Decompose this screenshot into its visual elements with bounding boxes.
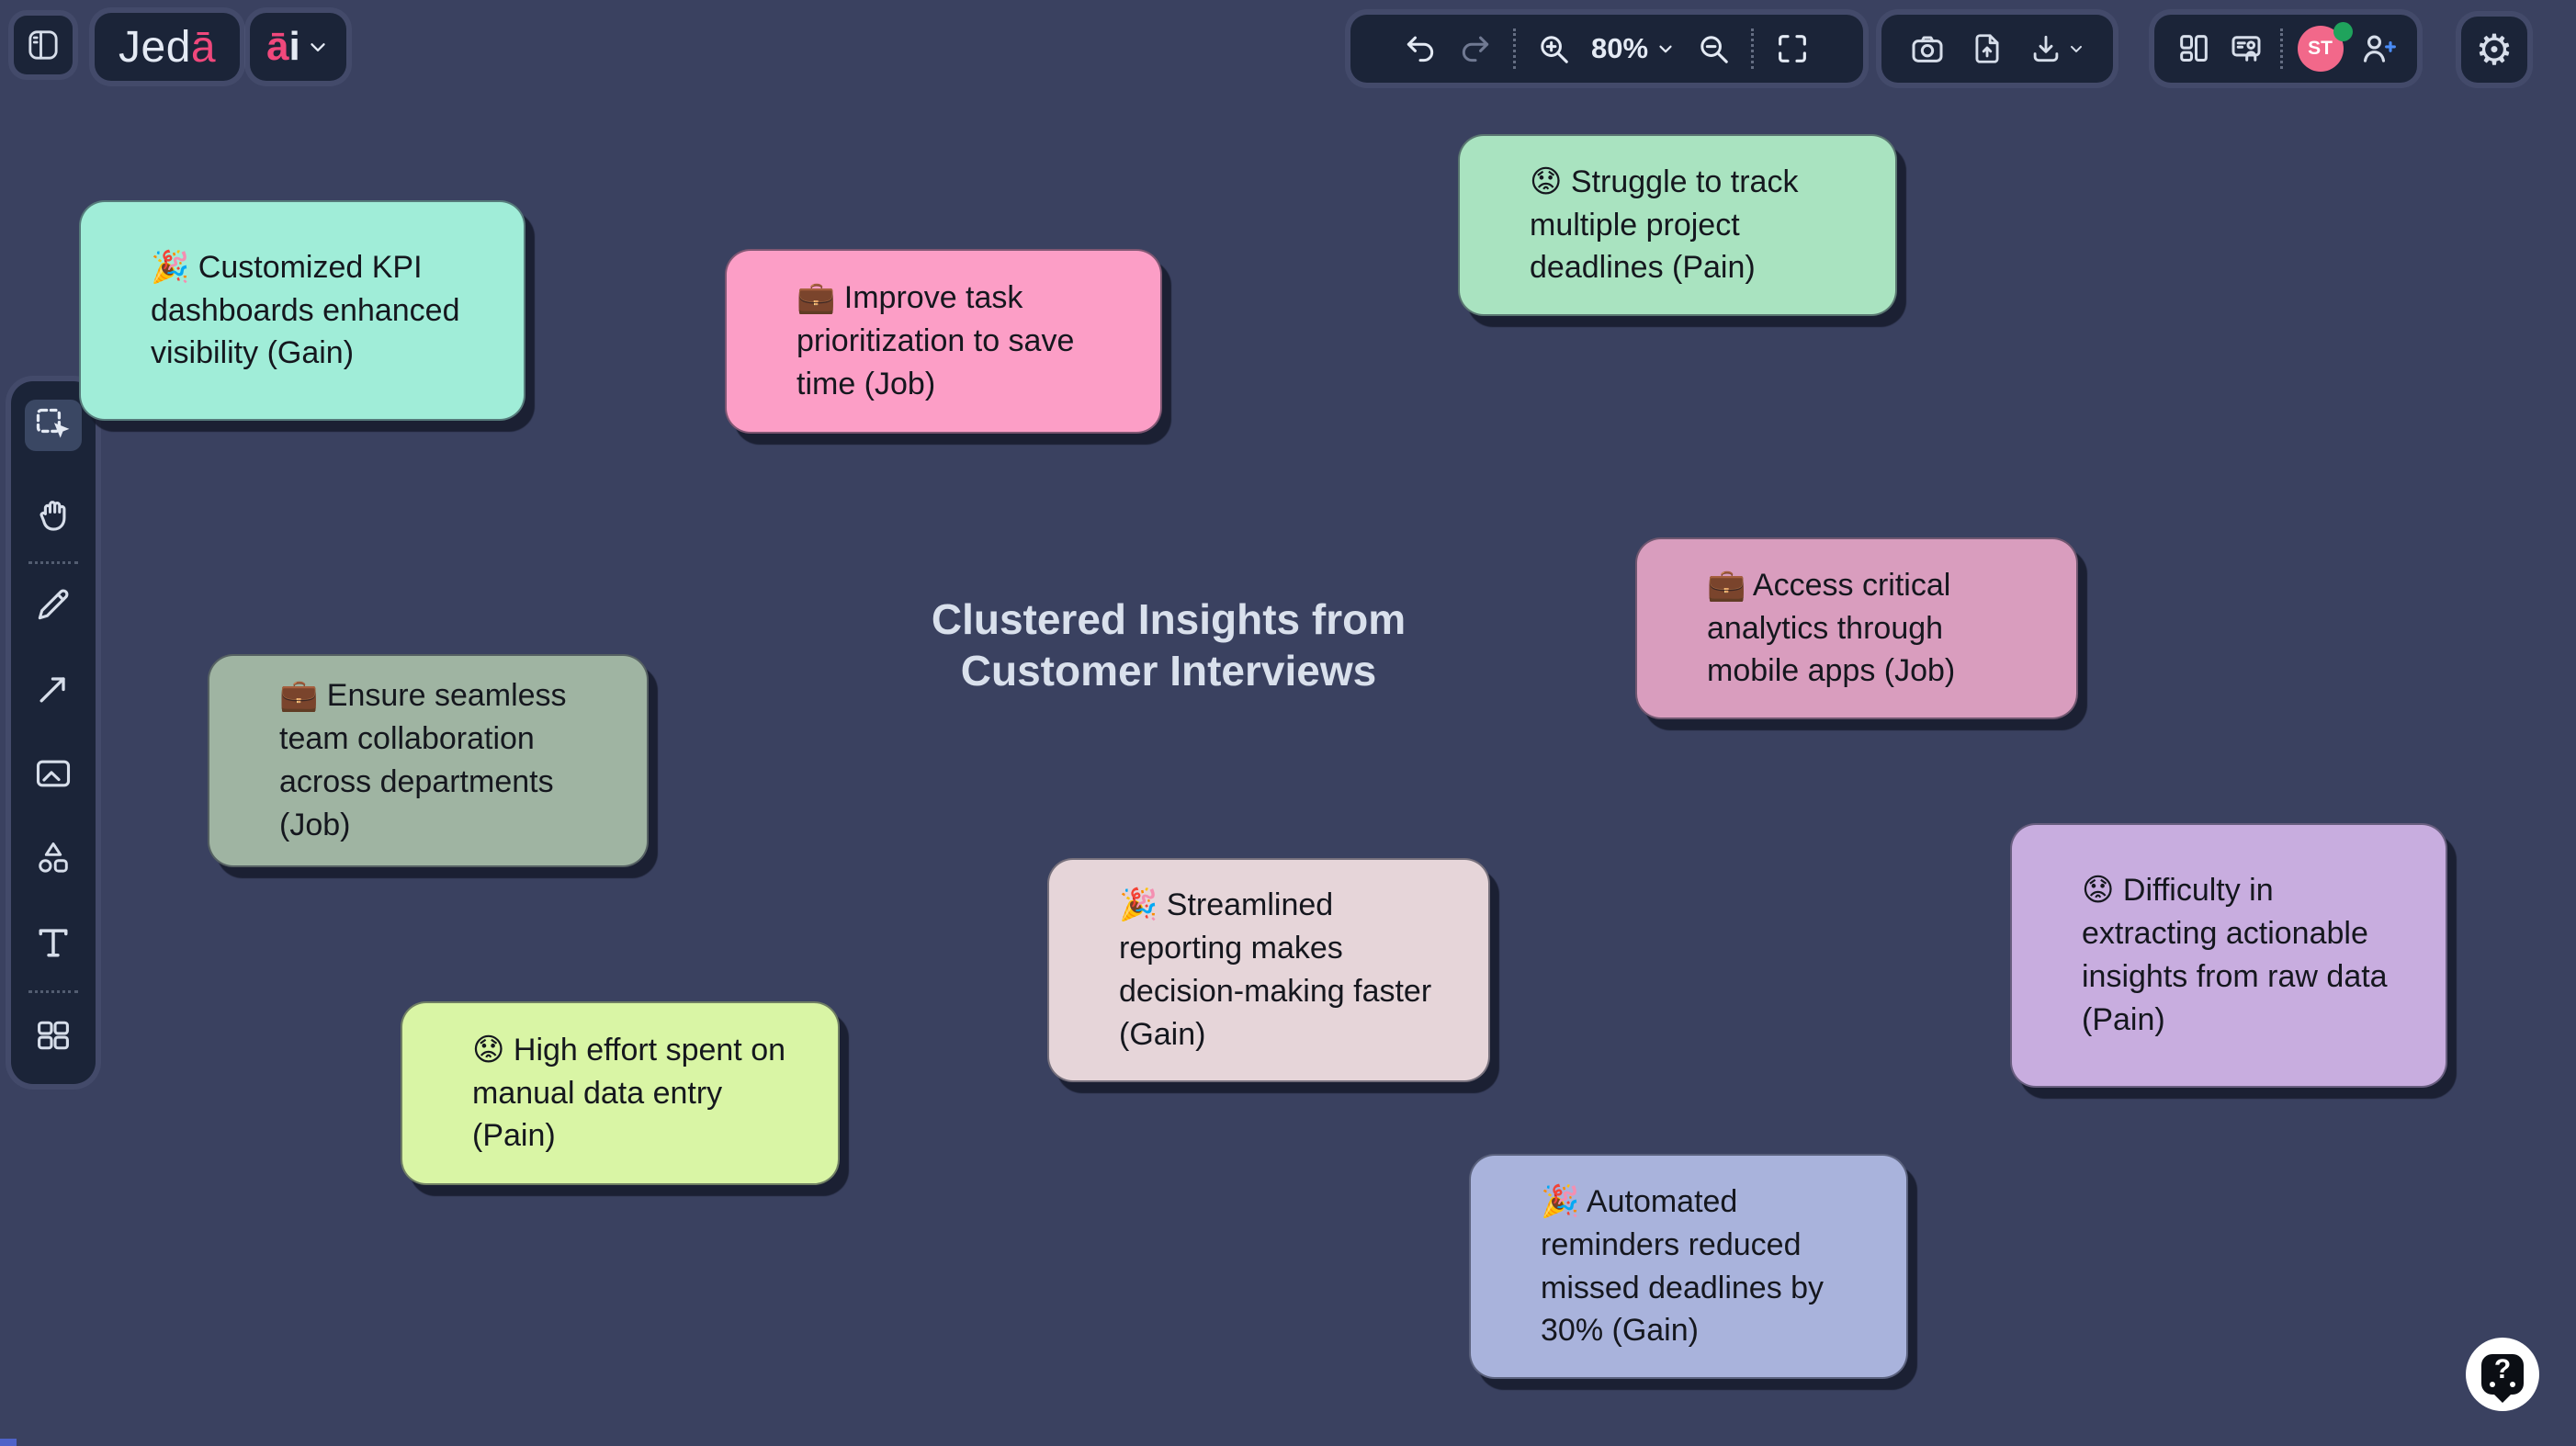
user-avatar[interactable]: ST	[2297, 22, 2353, 72]
presentation-button[interactable]	[2227, 29, 2265, 68]
arrow-connector-tool-button[interactable]	[25, 669, 82, 709]
zoom-in-button[interactable]	[1536, 31, 1571, 66]
sticky-note-gain-automated-reminders[interactable]: 🎉 Automated reminders reduced missed dea…	[1469, 1154, 1908, 1379]
download-export-button[interactable]	[2028, 31, 2085, 66]
palette-divider	[28, 990, 78, 993]
ai-menu-rest: i	[288, 24, 300, 69]
arrow-up-right-icon	[40, 677, 65, 703]
pan-hand-tool-button[interactable]	[25, 495, 82, 536]
chevron-down-icon	[1659, 45, 1672, 53]
sticky-note-pain-track-deadlines[interactable]: 😟 Struggle to track multiple project dea…	[1458, 134, 1897, 316]
capture-export-toolbar	[1881, 15, 2113, 83]
sticky-note-job-team-collaboration[interactable]: 💼 Ensure seamless team collaboration acr…	[208, 654, 649, 867]
help-dots	[2490, 1382, 2495, 1387]
redo-button[interactable]	[1458, 31, 1493, 66]
sticky-note-text: 😟 High effort spent on manual data entry…	[472, 1032, 786, 1154]
pen-tool-button[interactable]	[25, 584, 82, 625]
app-logo-text: Jed	[119, 22, 191, 72]
shapes-icon	[39, 842, 68, 873]
import-file-button[interactable]	[1970, 31, 2005, 66]
palette-divider	[28, 561, 78, 564]
sticky-note-text: 💼 Improve task prioritization to save ti…	[797, 280, 1075, 401]
select-cursor-icon	[36, 408, 70, 438]
history-zoom-toolbar: 80%	[1350, 15, 1863, 83]
hand-icon	[40, 501, 66, 531]
sticky-note-job-task-prioritization[interactable]: 💼 Improve task prioritization to save ti…	[725, 249, 1162, 434]
fullscreen-button[interactable]	[1774, 30, 1811, 67]
sticky-note-gain-kpi-dashboards[interactable]: 🎉 Customized KPI dashboards enhanced vis…	[79, 200, 525, 421]
sidebar-toggle-button[interactable]	[14, 16, 73, 74]
toolbar-divider	[2279, 28, 2283, 69]
ai-menu-button[interactable]: āi	[250, 13, 346, 81]
text-icon	[39, 929, 68, 957]
screenshot-camera-button[interactable]	[1909, 30, 1946, 67]
help-button[interactable]: ?	[2466, 1338, 2539, 1411]
zoom-out-button[interactable]	[1696, 31, 1731, 66]
apps-grid-tool-button[interactable]	[25, 1015, 82, 1056]
sticky-note-text: 🎉 Automated reminders reduced missed dea…	[1541, 1183, 1825, 1349]
sticky-note-pain-manual-data-entry[interactable]: 😟 High effort spent on manual data entry…	[401, 1001, 840, 1185]
sticky-note-text: 😟 Difficulty in extracting actionable in…	[2082, 873, 2388, 1037]
sticky-note-job-mobile-analytics[interactable]: 💼 Access critical analytics through mobi…	[1635, 537, 2078, 719]
sticky-note-text: 🎉 Customized KPI dashboards enhanced vis…	[151, 249, 460, 371]
canvas-title[interactable]: Clustered Insights from Customer Intervi…	[930, 593, 1407, 696]
collaboration-toolbar: ST	[2154, 15, 2417, 83]
toolbar-divider	[1512, 28, 1516, 69]
zoom-level-dropdown[interactable]: 80%	[1591, 32, 1676, 65]
help-bubble-icon: ?	[2481, 1354, 2524, 1395]
canvas-title-line1: Clustered Insights from	[931, 595, 1407, 643]
corner-accent	[0, 1439, 17, 1446]
tool-palette	[11, 381, 96, 1084]
toolbar-divider	[1751, 28, 1755, 69]
gear-icon: ⚙	[2475, 25, 2514, 74]
zoom-level-value: 80%	[1590, 32, 1649, 64]
sticky-note-text: 💼 Ensure seamless team collaboration acr…	[279, 678, 567, 842]
pen-icon	[38, 589, 69, 620]
sticky-note-gain-streamlined-reporting[interactable]: 🎉 Streamlined reporting makes decision-m…	[1047, 858, 1490, 1082]
sidebar-panel-icon	[25, 27, 62, 63]
settings-button[interactable]: ⚙	[2461, 17, 2527, 83]
app-logo-accent: ā	[190, 22, 217, 72]
invite-user-button[interactable]	[2358, 29, 2397, 68]
image-tool-button[interactable]	[25, 753, 82, 794]
online-status-dot	[2333, 22, 2353, 41]
text-tool-button[interactable]	[25, 922, 82, 963]
sticky-note-pain-actionable-insights[interactable]: 😟 Difficulty in extracting actionable in…	[2010, 823, 2447, 1088]
chevron-down-icon	[306, 35, 330, 59]
question-mark-icon: ?	[2493, 1354, 2512, 1384]
grid-icon	[38, 1021, 69, 1050]
sticky-note-text: 💼 Access critical analytics through mobi…	[1707, 567, 1956, 689]
sticky-note-text: 🎉 Streamlined reporting makes decision-m…	[1119, 887, 1432, 1052]
shapes-tool-button[interactable]	[25, 838, 82, 878]
image-icon	[36, 760, 71, 787]
ai-menu-accent: ā	[266, 24, 289, 69]
sticky-note-text: 😟 Struggle to track multiple project dea…	[1530, 164, 1799, 286]
select-tool-button[interactable]	[25, 400, 82, 451]
layout-kanban-button[interactable]	[2175, 30, 2212, 67]
undo-button[interactable]	[1403, 31, 1438, 66]
canvas-title-line2: Customer Interviews	[960, 647, 1377, 695]
chevron-down-icon	[2071, 45, 2082, 52]
